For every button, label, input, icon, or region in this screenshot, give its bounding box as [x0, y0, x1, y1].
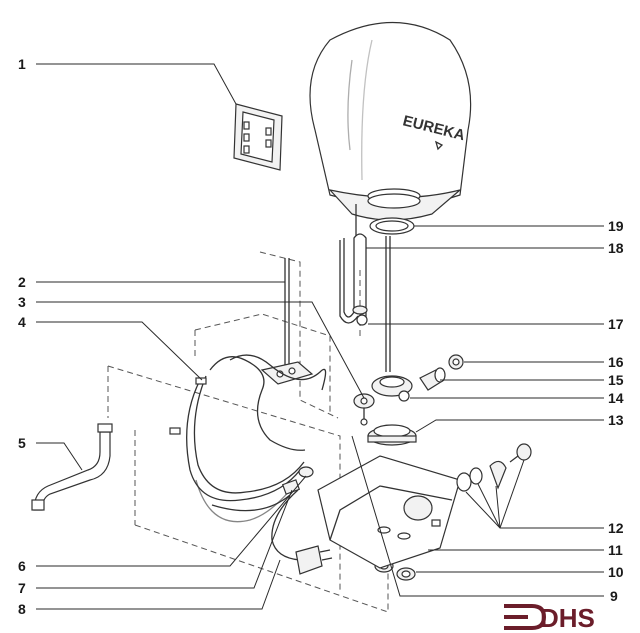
wiring-harness	[169, 354, 327, 523]
heating-element	[339, 204, 391, 372]
logo-text: DHS	[540, 603, 595, 633]
callout-5: 5	[18, 435, 26, 451]
assembly-guides	[107, 251, 389, 613]
callout-10: 10	[608, 564, 624, 580]
thermal-cutout	[353, 393, 375, 426]
callout-3: 3	[18, 294, 26, 310]
callout-8: 8	[18, 601, 26, 617]
callout-9: 9	[610, 588, 618, 604]
callout-7: 7	[18, 580, 26, 596]
mounting-bracket	[233, 103, 283, 171]
callout-1: 1	[18, 56, 26, 72]
callout-12: 12	[608, 520, 624, 536]
dhs-logo: DHS	[504, 603, 595, 633]
heater-tank: EUREKA	[309, 21, 472, 221]
callout-4: 4	[18, 314, 26, 330]
outlet-pipe	[31, 423, 113, 511]
callout-numbers: 1 2 3 4 5 6 7 8 9 10 11 12 13 14 15 16 1…	[18, 56, 624, 617]
cap	[448, 354, 464, 370]
callout-16: 16	[608, 354, 624, 370]
gasket	[369, 217, 415, 235]
callout-15: 15	[608, 372, 624, 388]
callout-6: 6	[18, 558, 26, 574]
callout-19: 19	[608, 218, 624, 234]
heating-flange	[371, 375, 413, 402]
callout-17: 17	[608, 316, 624, 332]
callout-11: 11	[608, 542, 623, 558]
indicator-light	[298, 466, 314, 478]
knob-assembly	[456, 443, 532, 492]
callout-14: 14	[608, 390, 624, 406]
bottom-cover	[317, 455, 461, 569]
callout-18: 18	[608, 240, 624, 256]
callout-13: 13	[608, 412, 624, 428]
flange-ring	[367, 424, 417, 446]
power-cord	[271, 489, 333, 575]
valve	[419, 367, 446, 391]
callout-2: 2	[18, 274, 26, 290]
leader-lines	[36, 63, 604, 610]
